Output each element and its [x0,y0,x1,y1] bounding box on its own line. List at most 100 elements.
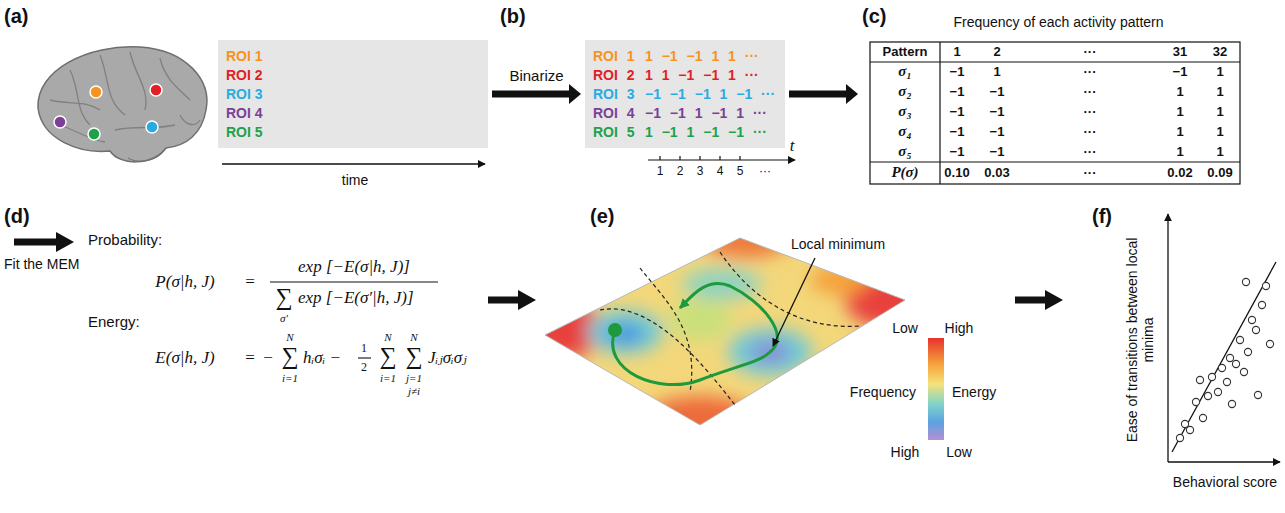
arrow-label: Binarize [507,67,565,84]
table-cell: 1 [1216,125,1223,140]
data-point [1232,360,1239,367]
table-cell: σ₁ [898,63,911,80]
table-cell: 1 [953,45,960,60]
table-cell: 1 [993,65,1000,80]
binary-row: −1 −1 −1 1 −1 ··· [645,86,775,102]
arrow-label: Fit the MEM [4,256,79,272]
table-cell: 1 [1216,85,1223,100]
panel-label: (e) [590,205,614,228]
scatter-axes [1168,214,1280,462]
t-axis [648,156,795,160]
table-cell: P(σ) [891,164,918,181]
data-point [1262,282,1269,289]
data-point [1199,414,1206,421]
equation-term: E(σ|h, J) [155,348,214,368]
table-cell: −1 [950,105,965,120]
equation-heading: Probability: [88,231,162,248]
binary-row: ROI 5 [593,124,635,140]
process-arrow [492,91,569,98]
binary-row: 1 1 −1 −1 1 ··· [645,67,759,83]
table-cell: Pattern [883,45,928,60]
table-cell: −1 [950,85,965,100]
data-point [1181,420,1188,427]
tick-label: t [790,136,795,156]
colorbar-label: Frequency [850,384,916,400]
colorbar-label: Low [946,444,972,460]
table-cell: 1 [1216,145,1223,160]
equation-term: 1 [361,342,367,356]
panel-arrow [1015,290,1063,310]
binary-row: 1 −1 −1 1 1 ··· [645,48,759,64]
data-point [1223,378,1230,385]
tick-label: 3 [697,165,704,179]
panel-label: (a) [4,5,28,28]
table-cell: σ₅ [898,143,911,160]
table-cell: 0.09 [1207,166,1232,181]
data-point [1236,336,1243,343]
table-cell: −1 [950,145,965,160]
fraction-line [358,357,371,358]
table-cell: 0.10 [944,166,969,181]
fit-arrow [14,232,74,252]
data-point [1248,316,1255,323]
equation-term: σ′ [280,312,288,325]
axis-label: Behavioral score [1173,474,1277,490]
data-point [1196,376,1203,383]
table-cell: 2 [993,45,1000,60]
brain-illustration [38,47,207,162]
data-point [1208,373,1215,380]
equation-term: i=1 [380,372,396,385]
roi-label: ROI 2 [226,67,263,83]
table-cell: σ₃ [898,103,911,120]
table-cell: ··· [1084,45,1097,60]
equation-term: N [384,331,391,344]
equation-term: j=1 [406,372,422,385]
signal-panel: ROI 1ROI 2ROI 3ROI 4ROI 5 [218,40,488,148]
binary-row: ROI 2 [593,67,635,83]
data-point [1252,326,1259,333]
table-cell: −1 [990,105,1005,120]
equation-term: = [245,348,255,368]
equation-term: ∑ [281,343,298,371]
tick-label: 2 [677,165,684,179]
equation-term: i=1 [282,372,298,385]
table-cell: −1 [990,85,1005,100]
tick-label: 1 [657,165,664,179]
table-cell: 1 [1176,85,1183,100]
table-cell: 1 [1176,145,1183,160]
equation-heading: Energy: [88,313,140,330]
axis-label: Ease of transitions between local minima [1124,230,1156,450]
table-cell: 1 [1216,105,1223,120]
table-cell: 1 [1176,105,1183,120]
table-cell: 0.02 [1167,166,1192,181]
equation-term: exp [−E(σ|h, J)] [298,257,410,277]
frequency-table: Frequency of each activity pattern [862,12,1255,194]
equation-term: ∑ [275,284,292,312]
table-cell: ··· [1084,105,1097,120]
panel-label: (c) [862,5,886,28]
equation-term: j≠i [408,385,420,398]
color-bar [928,338,944,440]
scatter-points [1176,278,1273,441]
table-cell: σ₂ [898,83,911,100]
data-point [1204,392,1211,399]
colorbar-label: Low [892,320,918,336]
table-cell: ··· [1084,85,1097,100]
table-cell: −1 [990,145,1005,160]
table-cell: 1 [1216,65,1223,80]
energy-landscape [525,222,935,440]
equation-term: hᵢσᵢ − [303,348,341,368]
data-point [1192,398,1199,405]
table-grid [870,42,1240,184]
colorbar-label: Energy [952,384,996,400]
data-point [1218,364,1225,371]
data-point [1214,388,1221,395]
table-cell: ··· [1084,166,1097,181]
data-point [1240,368,1247,375]
equation-term: = [245,272,255,292]
binary-row: ROI 1 [593,48,635,64]
equation-term: N [286,331,293,344]
table-cell: 0.03 [984,166,1009,181]
roi-label: ROI 5 [226,124,263,140]
equation-term: 2 [361,361,367,375]
